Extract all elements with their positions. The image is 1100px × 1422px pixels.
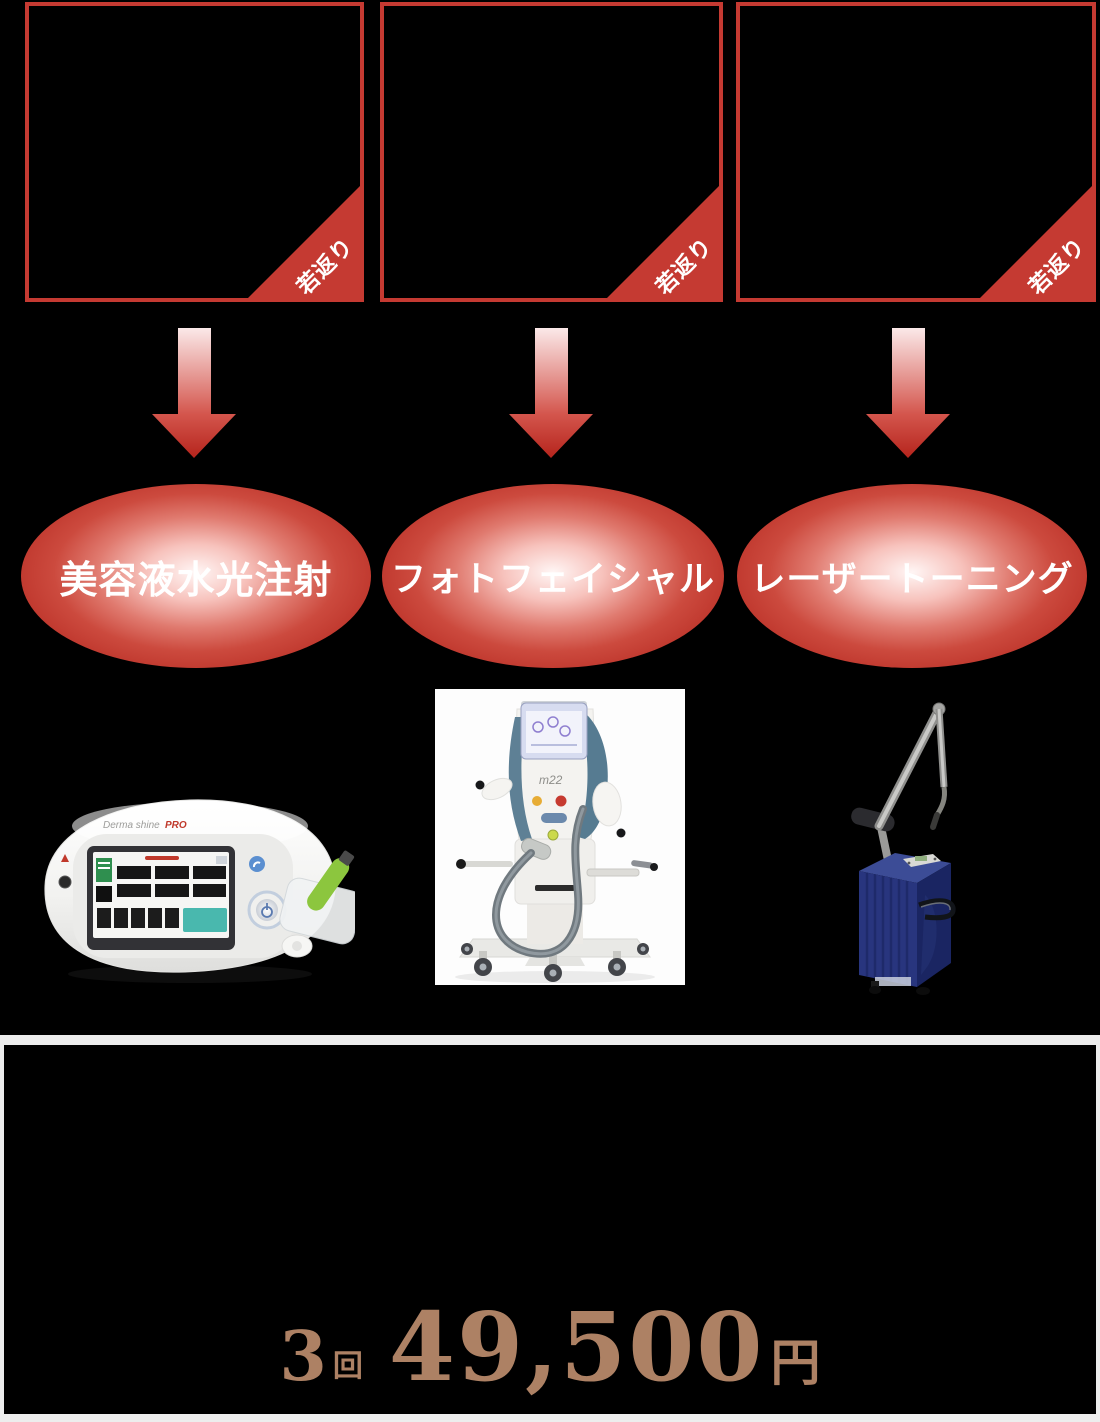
caster-wheels <box>461 943 649 982</box>
control-buttons <box>532 795 567 841</box>
treatment-label: レーザートーニング <box>750 559 1074 599</box>
treatment-bubble-photofacial: フォトフェイシャル <box>382 484 724 668</box>
before-after-box-2: 若返り <box>380 2 723 302</box>
device-brand-suffix-text: PRO <box>165 820 187 831</box>
front-handle <box>918 898 956 921</box>
machine-screen <box>520 701 588 760</box>
dermashine-device-image: Derma shine PRO <box>44 799 355 983</box>
price-currency-unit: 円 <box>770 1333 821 1392</box>
down-arrow-icon <box>152 328 236 458</box>
handpiece-holder-right <box>592 781 622 827</box>
power-button <box>247 890 287 930</box>
before-after-box-1: 若返り <box>25 2 364 302</box>
rejuvenation-ribbon-icon: 若返り <box>248 186 360 298</box>
brand-logo-dot <box>249 856 265 872</box>
ribbon-label: 若返り <box>291 232 359 300</box>
treatment-label: 美容液水光注射 <box>59 559 333 602</box>
warning-icon <box>61 854 69 862</box>
treatment-bubble-laser-toning: レーザートーニング <box>737 484 1087 668</box>
rejuvenation-ribbon-icon: 若返り <box>980 186 1092 298</box>
session-count: 3 <box>279 1317 327 1397</box>
ribbon-label: 若返り <box>650 232 718 300</box>
price-line: 3 回 49,500 円 <box>0 1300 1100 1395</box>
price-amount: 49,500 <box>388 1292 765 1403</box>
rejuvenation-ribbon-icon: 若返り <box>607 186 719 298</box>
down-arrow-icon <box>866 328 950 458</box>
treatment-label: フォトフェイシャル <box>390 559 715 599</box>
device-model-text: m22 <box>539 773 563 787</box>
touchscreen <box>87 846 235 950</box>
down-arrow-icon <box>509 328 593 458</box>
laser-toning-device-image <box>851 702 956 995</box>
blue-accent-left <box>508 717 532 841</box>
handpiece-holder-left <box>481 777 513 801</box>
session-count-unit: 回 <box>332 1349 363 1384</box>
price-card-inner <box>4 1045 1096 1414</box>
laser-handpiece <box>930 812 940 830</box>
injector-handpiece <box>307 850 355 911</box>
side-tray <box>586 868 640 877</box>
before-after-box-3: 若返り <box>736 2 1096 302</box>
device-brand-text: Derma shine <box>103 820 160 831</box>
price-card <box>0 1035 1100 1422</box>
articulated-arm <box>851 702 948 866</box>
laser-tower-body <box>859 853 956 995</box>
m22-device-image: m22 <box>435 689 685 985</box>
treatment-bubble-suikou-injection: 美容液水光注射 <box>21 484 371 668</box>
ribbon-label: 若返り <box>1023 232 1091 300</box>
